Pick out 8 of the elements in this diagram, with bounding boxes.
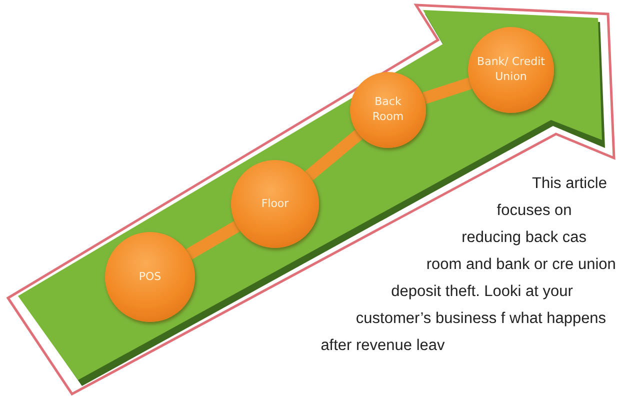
article-text: This article focuses on reducing back cas room and bank or cre union deposit theft. Looki at your customer’s business f what happens after revenue leav [320, 175, 616, 354]
stage-label: Bank/ Credit Union [476, 55, 546, 85]
connector-bar [422, 78, 472, 104]
stage-label: Floor [260, 196, 290, 212]
connector-bar [304, 130, 363, 180]
stage-label: POS [138, 270, 162, 284]
connector-bar [186, 221, 240, 260]
stage-label: Back Room [371, 95, 405, 125]
